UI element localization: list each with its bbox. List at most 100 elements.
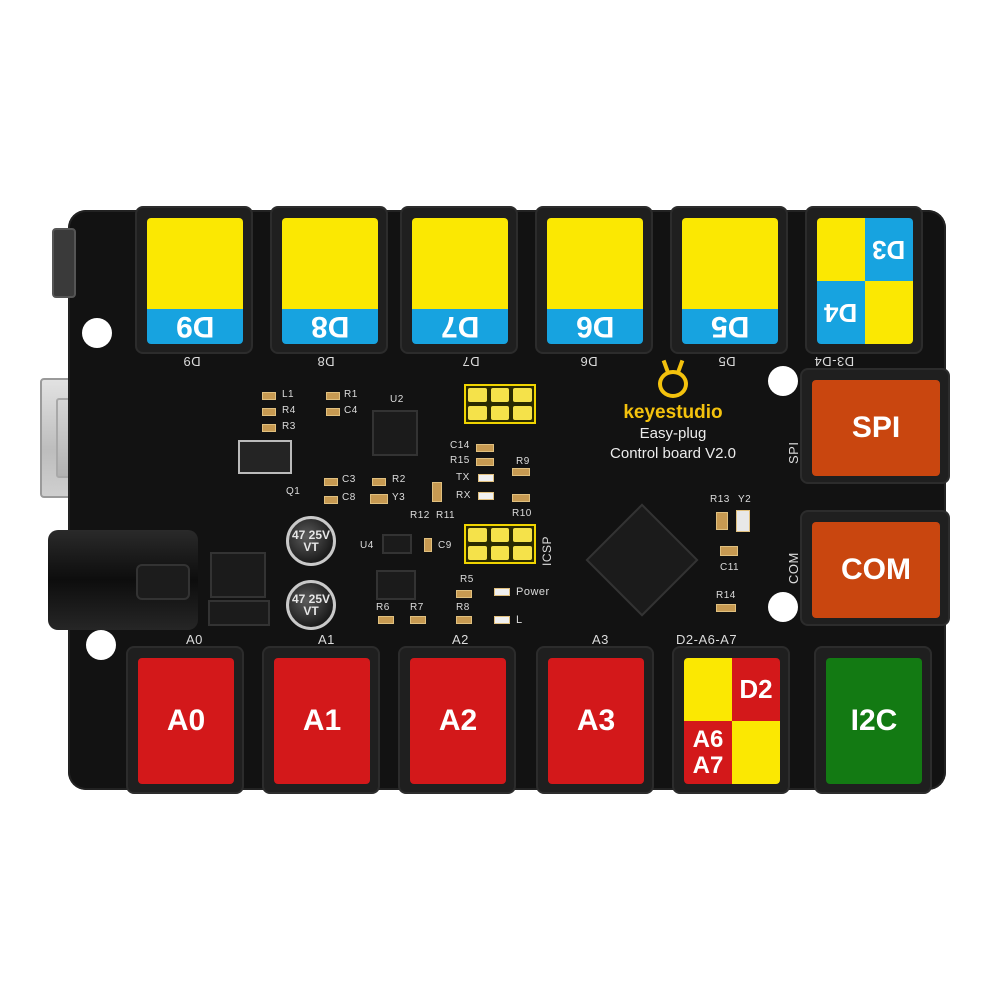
led-l [494,616,510,624]
port-a2: A2 [410,658,506,784]
silk-c11: C11 [720,562,740,573]
socket-com[interactable]: COM [800,510,950,626]
silk-c4: C4 [344,405,358,416]
chip-d1 [208,600,270,626]
silk-r6: R6 [376,602,390,613]
silk-r5: R5 [460,574,474,585]
socket-d3-d4[interactable]: D3 D4 [805,206,923,354]
silk-d8: D8 [317,354,335,369]
silk-d9: D9 [183,354,201,369]
comp-l1 [262,392,276,400]
socket-d9[interactable]: D9 [135,206,253,354]
silk-u4: U4 [360,540,374,551]
chip-u4 [382,534,412,554]
comp-y3 [370,494,388,504]
pin-label-d3: D3 [872,235,906,265]
pin-d9: D9 [147,218,243,344]
brand-name: keyestudio [623,402,723,423]
socket-d8[interactable]: D8 [270,206,388,354]
mount-hole [768,366,798,396]
silk-r8: R8 [456,602,470,613]
silk-r7: R7 [410,602,424,613]
comp-r1 [326,392,340,400]
comp-r6 [378,616,394,624]
silk-a3: A3 [592,632,609,647]
silk-c8: C8 [342,492,356,503]
silk-c3: C3 [342,474,356,485]
socket-d5[interactable]: D5 [670,206,788,354]
socket-spi[interactable]: SPI [800,368,950,484]
silk-r2: R2 [392,474,406,485]
chip-regulator [376,570,416,600]
socket-a3[interactable]: A3 [536,646,654,794]
silk-y3: Y3 [392,492,406,503]
socket-a2[interactable]: A2 [398,646,516,794]
silk-y2: Y2 [738,494,752,505]
header-top [464,384,536,424]
silk-r15: R15 [450,455,470,466]
silk-r9: R9 [516,456,530,467]
socket-i2c[interactable]: I2C [814,646,932,794]
silk-d6: D6 [580,354,598,369]
comp-r15 [476,458,494,466]
comp-c4 [326,408,340,416]
silk-r4: R4 [282,405,296,416]
pin-label-a6: A6 [692,725,724,753]
comp-r12 [432,482,442,502]
silk-rx: RX [456,490,471,501]
silk-r12: R12 [410,510,430,521]
comp-r7 [410,616,426,624]
socket-d6[interactable]: D6 [535,206,653,354]
silk-d2-a6-a7: D2-A6-A7 [676,632,738,647]
pin-label-d8: D8 [310,310,350,344]
pin-label-d5: D5 [710,310,750,344]
pin-label-d2: D2 [739,674,773,704]
comp-r3 [262,424,276,432]
silk-r10: R10 [512,508,532,519]
comp-r13 [716,512,728,530]
comp-r10 [512,494,530,502]
silk-a2: A2 [452,632,469,647]
port-com: COM [812,522,940,618]
silk-a1: A1 [318,632,335,647]
chip-u2 [372,410,418,456]
reset-switch[interactable] [52,228,76,298]
silk-r1: R1 [344,389,358,400]
socket-a0[interactable]: A0 [126,646,244,794]
comp-c8 [324,496,338,504]
silk-power: Power [516,586,550,598]
silk-c14: C14 [450,440,470,451]
led-tx [478,474,494,482]
silk-d7: D7 [462,354,480,369]
silk-l1: L1 [282,389,295,400]
chip-ams [210,552,266,598]
silk-tx: TX [456,472,470,483]
port-a1: A1 [274,658,370,784]
silk-l: L [516,614,523,626]
pin-d5: D5 [682,218,778,344]
dc-jack-ring [136,564,190,600]
comp-r9 [512,468,530,476]
comp-r8 [456,616,472,624]
silk-u2: U2 [390,394,404,405]
silk-r3: R3 [282,421,296,432]
crystal-y2 [736,510,750,532]
capacitor-1: 47 25V VT [286,516,336,566]
model-line-1: Easy-plug [639,425,707,442]
pin-label-d6: D6 [575,310,615,344]
mount-hole [768,592,798,622]
led-rx [478,492,494,500]
comp-c14 [476,444,494,452]
pin-d6: D6 [547,218,643,344]
silk-d3-d4: D3-D4 [814,354,855,369]
socket-a1[interactable]: A1 [262,646,380,794]
port-a3: A3 [548,658,644,784]
silk-r13: R13 [710,494,730,505]
pin-d7: D7 [412,218,508,344]
model-line-2: Control board V2.0 [610,445,736,462]
comp-r4 [262,408,276,416]
dc-power-jack [48,530,198,630]
port-spi: SPI [812,380,940,476]
socket-d7[interactable]: D7 [400,206,518,354]
